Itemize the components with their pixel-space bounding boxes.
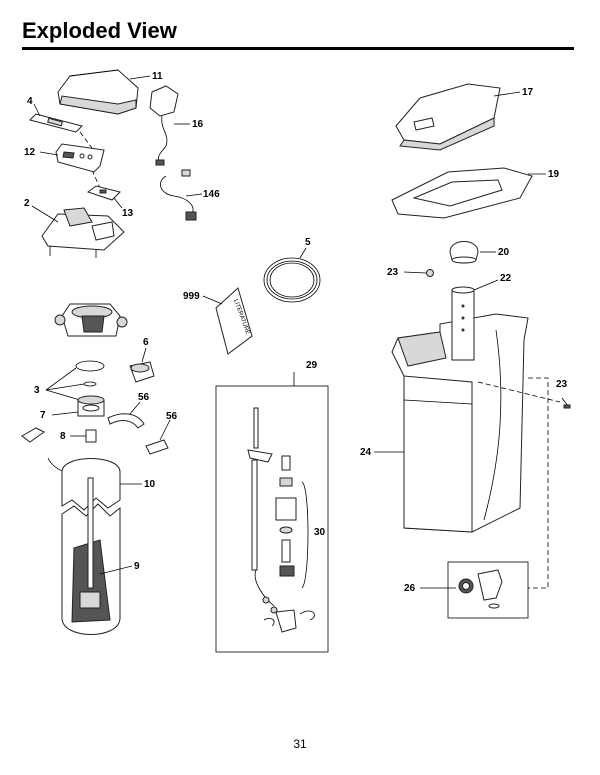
- callout-11: 11: [152, 71, 163, 82]
- part-24-brine-tank: [391, 313, 529, 533]
- part-23-screw-side: [561, 397, 571, 409]
- callout-26: 26: [404, 583, 416, 594]
- part-26-overflow-elbow: [458, 569, 503, 609]
- part-5-tubing-coil: [263, 257, 321, 303]
- part-56-clip-a: [107, 413, 145, 429]
- part-11-valve-cover: [57, 69, 139, 115]
- callout-6: 6: [143, 337, 149, 348]
- part-8-distributor-top: [85, 429, 97, 443]
- part-16-transformer: [149, 85, 179, 166]
- part-29-box: [215, 385, 329, 653]
- part-20-salt-well-cap: [449, 241, 479, 264]
- callout-146: 146: [203, 189, 220, 200]
- callout-19: 19: [548, 169, 560, 180]
- callout-10: 10: [144, 479, 156, 490]
- callout-30: 30: [314, 527, 326, 538]
- part-999-literature-booklet: LITERATURE: [215, 287, 253, 355]
- callout-29: 29: [306, 360, 318, 371]
- part-clip-left: [21, 427, 45, 443]
- part-6-bypass-valve: [129, 361, 155, 383]
- part-22-salt-well: [451, 286, 475, 361]
- part-9-distributor-tube: [71, 477, 111, 623]
- part-13-circuit-board: [86, 185, 121, 201]
- callout-24: 24: [360, 447, 372, 458]
- part-56-clip-b: [145, 439, 169, 455]
- part-29-brine-valve-assembly: [247, 407, 315, 633]
- callout-20: 20: [498, 247, 510, 258]
- part-7-adapter: [77, 395, 105, 417]
- callout-9: 9: [134, 561, 140, 572]
- part-valve-body: [54, 303, 128, 337]
- page-number: 31: [293, 737, 307, 751]
- part-3-o-rings: [75, 360, 105, 387]
- callout-5: 5: [305, 237, 311, 248]
- callout-56-a: 56: [138, 392, 150, 403]
- callout-2: 2: [24, 198, 30, 209]
- part-146-wire-harness: [160, 169, 197, 221]
- title-rule: [22, 47, 574, 50]
- callout-999: 999: [183, 291, 200, 302]
- part-2-motor-mount: [41, 207, 125, 258]
- callout-23-side: 23: [556, 379, 568, 390]
- part-26-box: [447, 561, 529, 619]
- part-4-faceplate: [29, 113, 83, 133]
- callout-22: 22: [500, 273, 512, 284]
- part-17-salt-lid: [395, 83, 501, 151]
- callout-3: 3: [34, 385, 40, 396]
- page-title: Exploded View: [22, 18, 177, 43]
- callout-56-b: 56: [166, 411, 178, 422]
- callout-4: 4: [27, 96, 33, 107]
- callout-7: 7: [40, 410, 46, 421]
- callout-12: 12: [24, 147, 36, 158]
- callout-16: 16: [192, 119, 204, 130]
- part-19-rim: [391, 167, 533, 219]
- callout-17: 17: [522, 87, 534, 98]
- callout-13: 13: [122, 208, 134, 219]
- part-23-plug-top: [426, 269, 434, 277]
- callout-8: 8: [60, 431, 66, 442]
- part-12-controller: [55, 143, 105, 173]
- callout-23-top: 23: [387, 267, 399, 278]
